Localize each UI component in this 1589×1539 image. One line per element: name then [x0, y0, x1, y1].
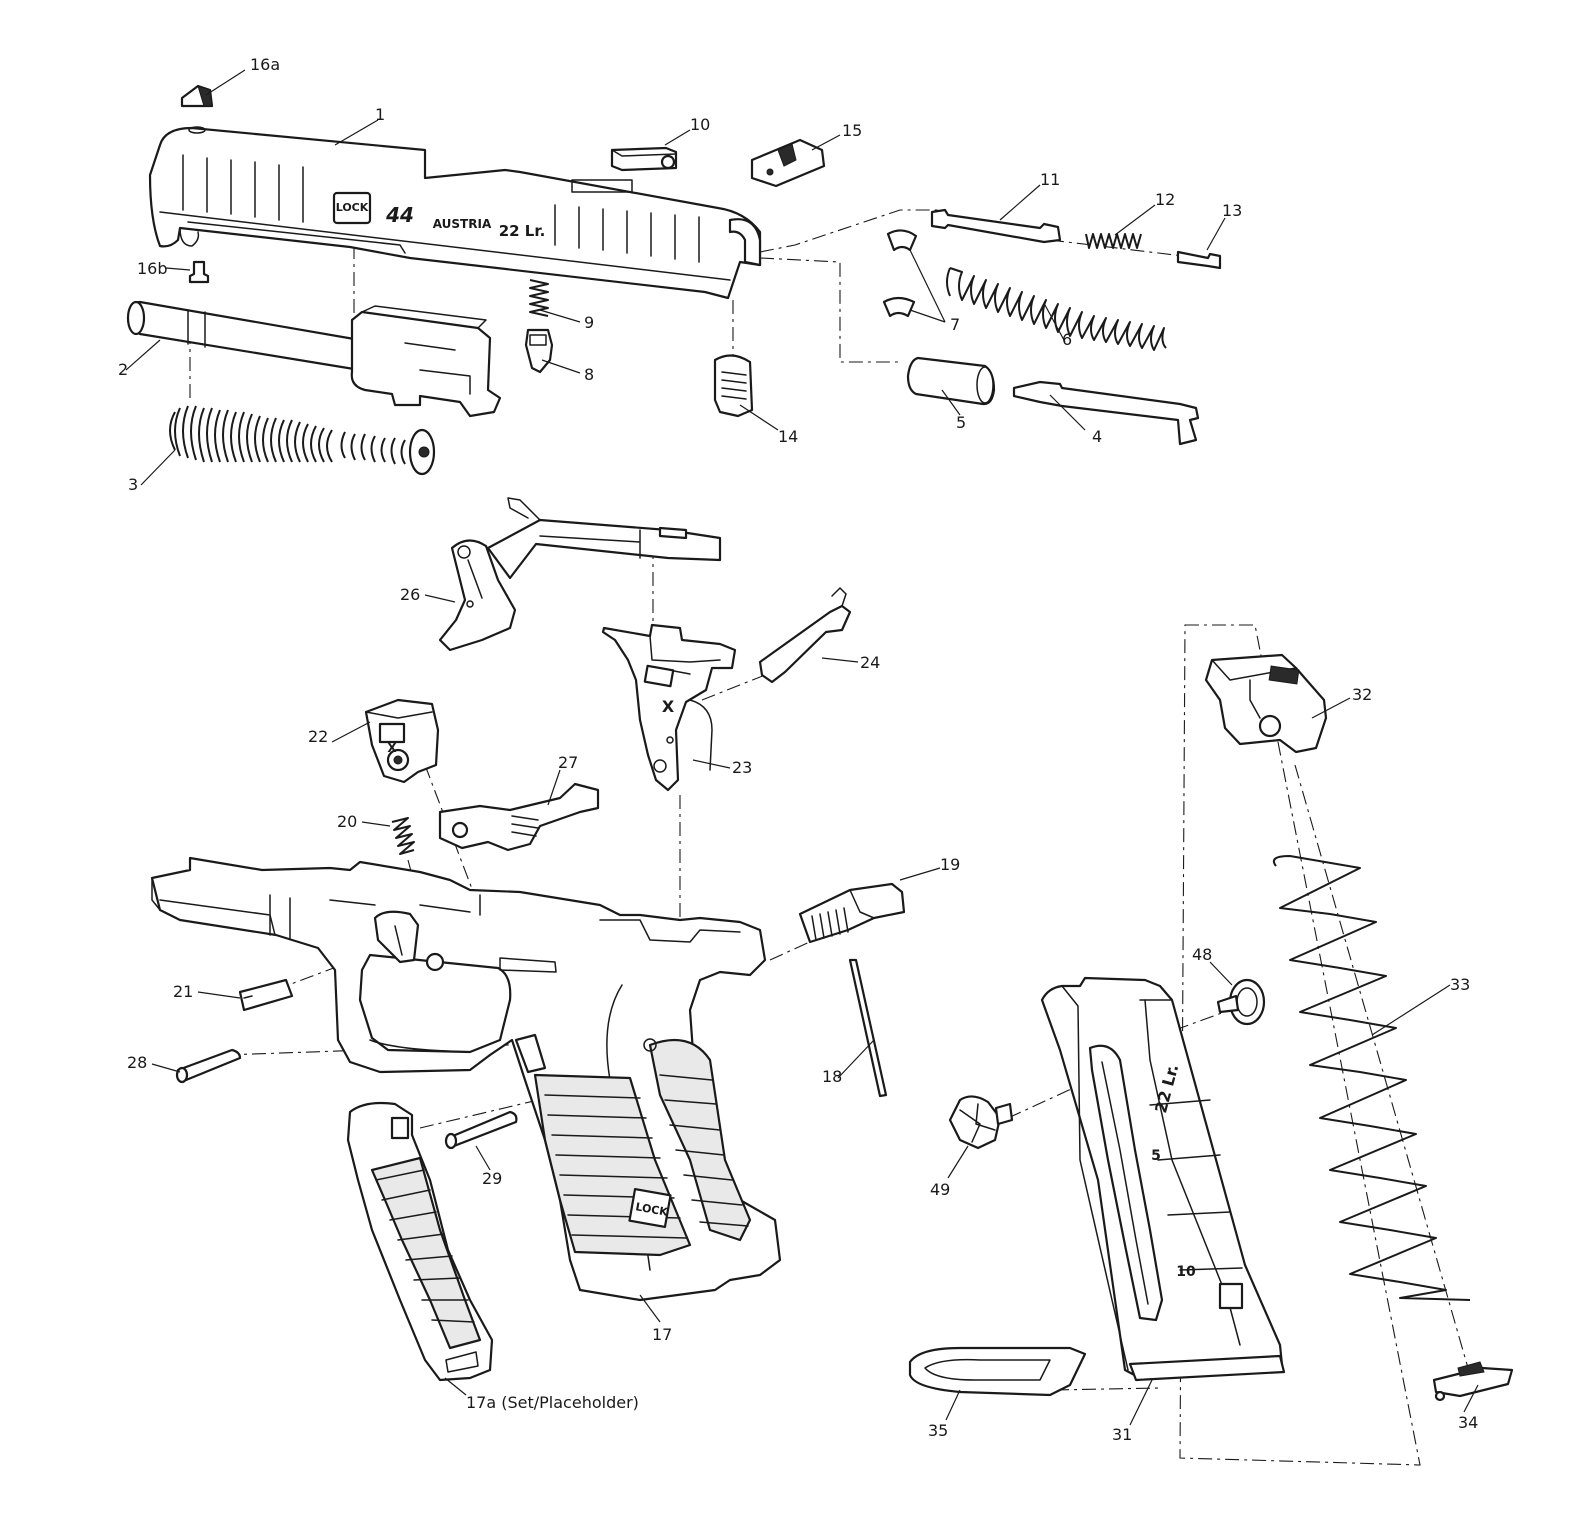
frame-logo: LOCK	[634, 1200, 669, 1219]
trigger-housing: X	[601, 623, 737, 792]
callout-29: 29	[482, 1169, 502, 1188]
callout-28: 28	[127, 1053, 147, 1072]
callout-26: 26	[400, 585, 420, 604]
slide-logo-box	[332, 191, 372, 225]
firing-pin-spring	[1085, 233, 1142, 249]
magazine-spring	[1272, 855, 1471, 1301]
frame-logo-box	[628, 1188, 672, 1228]
spacer-sleeves	[882, 229, 918, 318]
rear-sight	[750, 138, 826, 188]
callout-17: 17	[652, 1325, 672, 1344]
callout-13: 13	[1222, 201, 1242, 220]
magazine-follower	[1204, 653, 1328, 754]
locking-block-marking: X	[387, 741, 397, 755]
callout-49: 49	[930, 1180, 950, 1199]
slide-country: AUSTRIA	[433, 217, 492, 231]
callout-35: 35	[928, 1421, 948, 1440]
extractor-part	[610, 146, 678, 172]
magazine-count-5: 5	[1151, 1148, 1161, 1164]
callout-21: 21	[173, 982, 193, 1001]
magazine: 22 Lr. 5 10	[1040, 976, 1286, 1382]
sleeve-part	[906, 356, 996, 406]
callout-18: 18	[822, 1067, 842, 1086]
plunger	[524, 328, 554, 374]
callout-31: 31	[1112, 1425, 1132, 1444]
magazine-loader-knob	[948, 1095, 1014, 1150]
backstrap-set	[346, 1101, 494, 1382]
magazine-follower-button	[1216, 978, 1266, 1026]
guide-rod-assembly	[1012, 380, 1200, 446]
small-spring	[529, 279, 549, 317]
assembly-lines	[189, 209, 1471, 1466]
callout-16b: 16b	[137, 259, 168, 278]
callout-5: 5	[956, 413, 966, 432]
spring-cup	[1176, 250, 1222, 270]
trigger-mechanism-pin-block	[238, 978, 294, 1012]
long-spring	[946, 267, 1167, 351]
locking-block: X	[364, 698, 440, 784]
catch-spring-rod	[848, 958, 888, 1098]
callout-16a: 16a	[250, 55, 280, 74]
slide-serrations	[182, 154, 700, 263]
callout-33: 33	[1450, 975, 1470, 994]
slide-logo: LOCK	[336, 201, 369, 214]
leader-lines	[125, 69, 1479, 1426]
callout-19: 19	[940, 855, 960, 874]
frame: LOCK	[150, 856, 782, 1302]
slide-caliber: 22 Lr.	[499, 222, 546, 240]
slide-lock	[438, 782, 600, 852]
front-sight-screw	[188, 260, 210, 284]
callout-14: 14	[778, 427, 798, 446]
callout-1: 1	[375, 105, 385, 124]
callout-8: 8	[584, 365, 594, 384]
callout-7: 7	[950, 315, 960, 334]
callout-24: 24	[860, 653, 880, 672]
trigger-spring	[758, 587, 852, 684]
callout-2: 2	[118, 360, 128, 379]
callout-20: 20	[337, 812, 357, 831]
slide-cover-plate	[713, 354, 754, 418]
slide-model: 44	[385, 203, 414, 227]
front-sight	[180, 84, 214, 134]
callout-32: 32	[1352, 685, 1372, 704]
callout-22: 22	[308, 727, 328, 746]
grip-pin	[444, 1110, 518, 1150]
callout-48: 48	[1192, 945, 1212, 964]
callout-15: 15	[842, 121, 862, 140]
callout-6: 6	[1062, 330, 1072, 349]
trigger-with-bar	[438, 497, 722, 652]
magazine-insert-plate	[1432, 1361, 1514, 1402]
callout-17a: 17a (Set/Placeholder)	[466, 1393, 639, 1412]
barrel	[126, 300, 502, 418]
callout-12: 12	[1155, 190, 1175, 209]
callout-labels: 16a 1 16b 2 3 10 15 11 12 13 7 6 9 8 14 …	[118, 55, 1478, 1444]
magazine-count-10: 10	[1176, 1264, 1196, 1280]
magazine-floorplate	[908, 1346, 1087, 1397]
callout-3: 3	[128, 475, 138, 494]
slide: LOCK 44 AUSTRIA 22 Lr.	[148, 126, 762, 300]
callout-27: 27	[558, 753, 578, 772]
callout-4: 4	[1092, 427, 1102, 446]
trigger-housing-marking: X	[662, 697, 675, 716]
slide-lock-spring	[391, 817, 415, 855]
callout-34: 34	[1458, 1413, 1478, 1432]
frame-pin	[175, 1048, 242, 1084]
callout-9: 9	[584, 313, 594, 332]
magazine-catch	[798, 882, 906, 944]
recoil-spring-assembly	[169, 405, 436, 476]
callout-10: 10	[690, 115, 710, 134]
firing-pin	[930, 208, 1062, 244]
callout-23: 23	[732, 758, 752, 777]
callout-11: 11	[1040, 170, 1060, 189]
